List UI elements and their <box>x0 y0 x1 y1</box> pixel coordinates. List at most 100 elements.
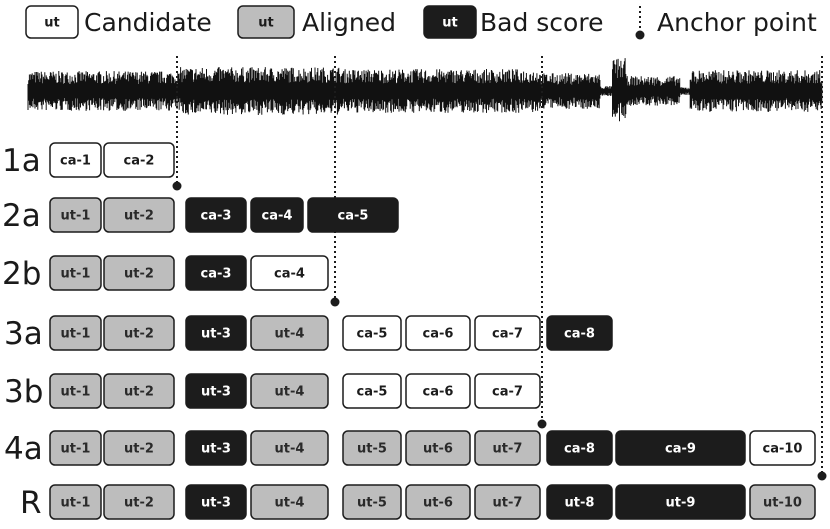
segment-box-bad <box>250 197 304 233</box>
row-label: 2a <box>2 198 41 234</box>
segment-box-aligned <box>250 315 329 351</box>
anchor-dot <box>330 297 340 307</box>
legend-candidate-badge: ut <box>44 16 59 31</box>
segment-label: ut-5 <box>357 496 387 511</box>
segment-label: ut-4 <box>275 327 305 342</box>
segment-label: ut-2 <box>124 385 154 400</box>
segment-label: ca-4 <box>274 267 305 282</box>
legend-aligned-label: Aligned <box>302 8 396 37</box>
segment-box-bad <box>546 430 613 466</box>
segment-label: ut-2 <box>124 442 154 457</box>
segment-label: ca-6 <box>423 385 454 400</box>
legend-aligned-swatch <box>237 5 295 39</box>
segment-label: ut-3 <box>201 442 231 457</box>
segment-box-aligned <box>250 430 329 466</box>
segment-label: ut-1 <box>61 442 91 457</box>
row-label: 1a <box>2 143 41 179</box>
segment-box-candidate <box>474 315 541 351</box>
legend-aligned: ut Aligned <box>237 5 396 39</box>
segment-box-aligned <box>474 430 541 466</box>
segment-box-bad <box>185 430 247 466</box>
segment-box-bad <box>615 430 746 466</box>
legend-candidate-swatch <box>25 5 79 39</box>
segment-box-candidate <box>250 255 329 291</box>
segment-label: ca-2 <box>124 154 155 169</box>
segment-box-aligned <box>250 373 329 409</box>
anchor-dot <box>817 471 827 481</box>
segment-box-bad <box>185 197 247 233</box>
segment-box-aligned <box>49 484 102 520</box>
row-label: R <box>20 485 42 521</box>
row-label: 2b <box>2 256 41 292</box>
segment-label: ca-5 <box>357 327 388 342</box>
legend-anchor-point: Anchor point <box>635 6 817 40</box>
segment-label: ca-4 <box>262 209 293 224</box>
segment-label: ut-1 <box>61 209 91 224</box>
anchor-dot <box>537 419 547 429</box>
alignment-row-1: 2a ut-1 ut-2 ca-3 ca-4 ca-5 <box>2 197 399 234</box>
segment-box-bad <box>307 197 399 233</box>
segment-box-candidate <box>342 373 402 409</box>
segment-label: ut-2 <box>124 209 154 224</box>
segment-box-aligned <box>474 484 541 520</box>
segment-label: ca-3 <box>201 209 232 224</box>
segment-box-aligned <box>103 197 175 233</box>
segment-label: ca-10 <box>763 442 803 457</box>
legend-anchor-label: Anchor point <box>657 8 817 37</box>
segment-label: ut-7 <box>493 442 523 457</box>
segment-label: ut-4 <box>275 385 305 400</box>
segment-label: ut-4 <box>275 442 305 457</box>
row-label: 4a <box>4 431 43 467</box>
segment-box-aligned <box>103 484 175 520</box>
alignment-row-0: 1a ca-1 ca-2 <box>2 142 175 179</box>
segment-box-aligned <box>103 315 175 351</box>
segment-label: ut-4 <box>275 496 305 511</box>
segment-label: ca-8 <box>564 327 595 342</box>
segment-label: ca-6 <box>423 327 454 342</box>
row-label: 3b <box>4 374 43 410</box>
alignment-rows: 1a ca-1 ca-2 2a ut-1 ut-2 ca-3 ca-4 ca-5 2b ut-1 ut… <box>2 142 816 521</box>
segment-box-candidate <box>49 142 102 178</box>
legend-candidate: ut Candidate <box>25 5 212 39</box>
segment-label: ca-5 <box>338 209 369 224</box>
segment-box-aligned <box>49 197 102 233</box>
segment-box-aligned <box>405 430 471 466</box>
segment-label: ca-8 <box>564 442 595 457</box>
legend-aligned-badge: ut <box>258 16 273 31</box>
segment-box-bad <box>185 373 247 409</box>
segment-label: ut-10 <box>763 496 802 511</box>
segment-box-aligned <box>405 484 471 520</box>
segment-box-aligned <box>49 373 102 409</box>
segment-label: ut-1 <box>61 385 91 400</box>
segment-box-candidate <box>342 315 402 351</box>
segment-box-aligned <box>49 315 102 351</box>
segment-box-bad <box>185 255 247 291</box>
legend-anchor-dot <box>635 30 645 40</box>
legend-bad-score-label: Bad score <box>480 8 603 37</box>
segment-label: ut-3 <box>201 385 231 400</box>
segment-label: ut-7 <box>493 496 523 511</box>
segment-label: ut-2 <box>124 327 154 342</box>
segment-box-candidate <box>103 142 175 178</box>
segment-label: ca-7 <box>492 327 523 342</box>
segment-label: ca-7 <box>492 385 523 400</box>
anchor-points <box>172 56 827 481</box>
segment-box-bad <box>615 484 746 520</box>
segment-label: ca-1 <box>60 154 91 169</box>
segment-box-bad <box>546 315 613 351</box>
segment-label: ut-2 <box>124 496 154 511</box>
segment-box-aligned <box>103 373 175 409</box>
segment-label: ut-1 <box>61 496 91 511</box>
segment-box-candidate <box>474 373 541 409</box>
segment-label: ut-8 <box>565 496 595 511</box>
segment-box-bad <box>185 315 247 351</box>
segment-box-aligned <box>342 484 402 520</box>
segment-box-aligned <box>49 430 102 466</box>
segment-label: ut-1 <box>61 327 91 342</box>
segment-label: ca-3 <box>201 267 232 282</box>
